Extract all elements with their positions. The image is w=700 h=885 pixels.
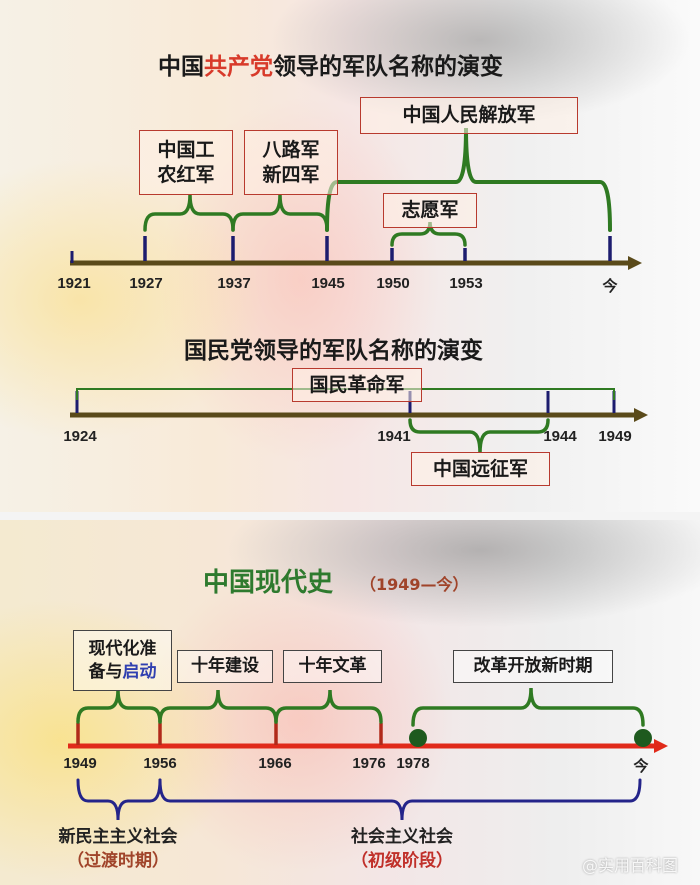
box-line: 八路军 xyxy=(262,138,320,161)
axis-arrow-icon xyxy=(654,739,668,753)
title-highlight: 共产党 xyxy=(204,54,273,80)
box-volunteers: 志愿军 xyxy=(383,193,477,228)
cpc-section-title: 中国共产党领导的军队名称的演变 xyxy=(158,47,503,81)
year-label: 1966 xyxy=(258,755,292,772)
year-label: 1937 xyxy=(217,275,251,292)
box-reform: 改革开放新时期 xyxy=(453,650,613,683)
year-label: 1949 xyxy=(63,755,97,772)
brace xyxy=(158,689,278,724)
box-line: 农红军 xyxy=(157,163,215,186)
box-line-highlight: 启动 xyxy=(122,661,157,682)
year-label: 1944 xyxy=(543,428,577,445)
period-socialist-note: （初级阶段） xyxy=(351,851,453,871)
period-new-democratic: 新民主主义社会 xyxy=(58,827,178,847)
box-cultural-revolution: 十年文革 xyxy=(283,650,382,683)
brace xyxy=(231,194,329,232)
brace xyxy=(408,418,550,454)
period-new-democratic-note: （过渡时期） xyxy=(67,851,169,871)
box-construction: 十年建设 xyxy=(177,650,273,683)
box-line: 现代化准 xyxy=(88,639,157,660)
year-label: 1950 xyxy=(376,275,410,292)
box-line: 备与 xyxy=(88,661,123,682)
box-expeditionary-force: 中国远征军 xyxy=(411,452,550,486)
brace xyxy=(76,689,162,724)
title-suffix: 领导的军队名称的演变 xyxy=(273,54,503,80)
year-label: 今 xyxy=(633,758,649,775)
year-label: 今 xyxy=(602,278,618,295)
axis-arrow-icon xyxy=(628,256,642,270)
box-nra: 国民革命军 xyxy=(292,368,422,402)
brace xyxy=(274,689,383,724)
title-prefix: 中国 xyxy=(158,54,204,80)
brace xyxy=(158,778,642,821)
box-red-army: 中国工农红军 xyxy=(139,130,233,195)
milestone-dot xyxy=(409,729,427,747)
brace xyxy=(143,194,235,232)
year-label: 1924 xyxy=(63,428,97,445)
year-label: 1976 xyxy=(352,755,386,772)
box-label: 志愿军 xyxy=(401,199,459,222)
box-label: 国民革命军 xyxy=(309,373,405,396)
box-label: 中国远征军 xyxy=(432,457,528,480)
year-label: 1927 xyxy=(129,275,163,292)
cpc-kmt-panel xyxy=(0,0,700,512)
box-label: 十年文革 xyxy=(298,656,367,677)
axis-arrow-icon xyxy=(634,408,648,422)
brace xyxy=(411,687,645,727)
box-modernization: 现代化准备与启动 xyxy=(73,630,172,691)
modern-section-title: 中国现代史 xyxy=(203,568,334,598)
period-socialist: 社会主义社会 xyxy=(351,827,453,847)
modern-section-subtitle: （1949—今） xyxy=(360,575,469,594)
year-label: 1945 xyxy=(311,275,345,292)
year-label: 1956 xyxy=(143,755,177,772)
box-line: 中国工 xyxy=(157,138,215,161)
box-pla: 中国人民解放军 xyxy=(360,97,578,134)
box-label: 十年建设 xyxy=(191,656,259,677)
box-eighth-route-army: 八路军新四军 xyxy=(244,130,338,195)
watermark: @实用百科图 xyxy=(582,856,679,875)
milestone-dot xyxy=(634,729,652,747)
year-label: 1978 xyxy=(396,755,430,772)
year-label: 1921 xyxy=(57,275,91,292)
year-label: 1941 xyxy=(377,428,411,445)
kmt-section-title: 国民党领导的军队名称的演变 xyxy=(184,338,483,364)
box-line: 新四军 xyxy=(262,163,320,186)
box-label: 改革开放新时期 xyxy=(473,656,593,677)
year-label: 1953 xyxy=(449,275,483,292)
box-label: 中国人民解放军 xyxy=(402,104,536,127)
year-label: 1949 xyxy=(598,428,632,445)
brace xyxy=(76,778,162,821)
